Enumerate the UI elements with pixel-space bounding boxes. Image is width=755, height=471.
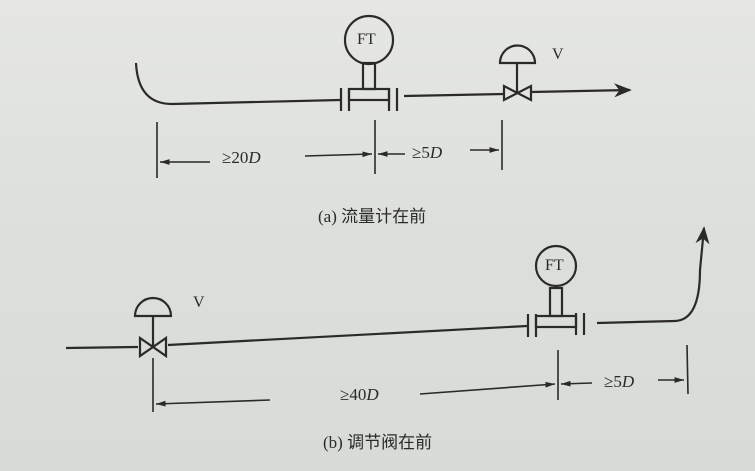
dim-downstream-a: ≥5D xyxy=(412,143,443,162)
diagram-b-pipe xyxy=(65,226,710,350)
dim-upstream-b: ≥40D xyxy=(340,385,379,404)
dim-upstream-a: ≥20D xyxy=(222,148,261,167)
caption-b: (b) 调节阀在前 xyxy=(323,433,433,452)
dim-downstream-b: ≥5D xyxy=(604,372,635,391)
diagram-a-pipe xyxy=(134,62,632,106)
valve-label-b: V xyxy=(193,294,205,311)
ft-label-b: FT xyxy=(545,257,564,274)
control-valve-b xyxy=(133,296,173,359)
valve-label-a: V xyxy=(552,46,564,63)
dimension-lines-b xyxy=(152,344,689,412)
control-valve-a xyxy=(498,44,537,102)
dimension-lines-a xyxy=(156,120,503,178)
flow-transmitter-b xyxy=(526,244,586,337)
caption-a: (a) 流量计在前 xyxy=(318,207,427,226)
flow-transmitter-a xyxy=(339,14,399,111)
ft-label-a: FT xyxy=(357,31,376,48)
